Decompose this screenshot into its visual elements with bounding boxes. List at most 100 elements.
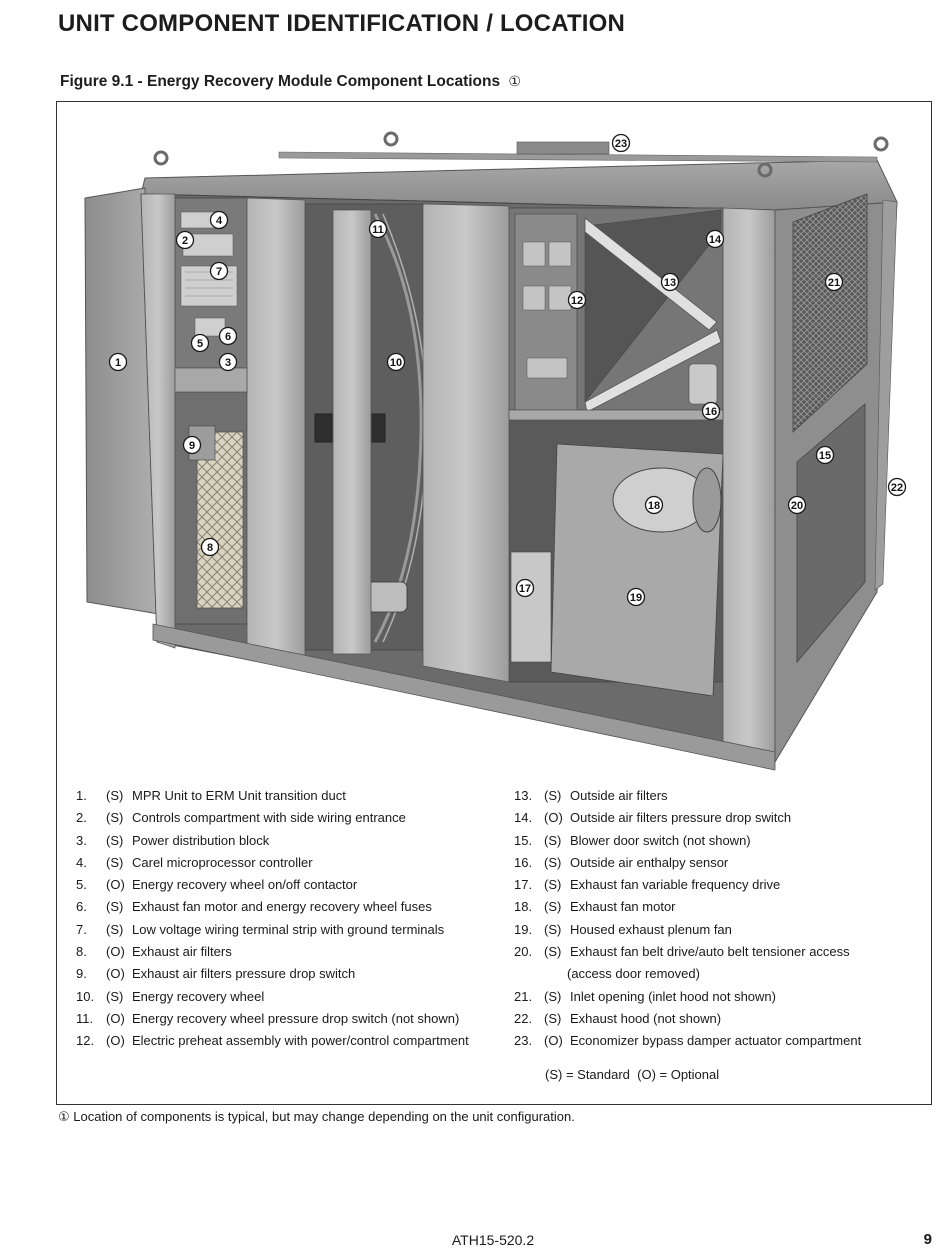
legend-item-number: 3. bbox=[76, 832, 87, 848]
legend-item-text: MPR Unit to ERM Unit transition duct bbox=[132, 788, 346, 803]
legend-item-number: 15. bbox=[514, 832, 533, 848]
svg-text:1: 1 bbox=[115, 357, 121, 369]
legend-item-number: 7. bbox=[76, 921, 87, 937]
svg-text:23: 23 bbox=[615, 138, 627, 150]
svg-text:17: 17 bbox=[519, 583, 531, 595]
legend-item-number: 21. bbox=[514, 988, 533, 1004]
svg-text:2: 2 bbox=[182, 235, 188, 247]
legend-item: 11.(O)Energy recovery wheel pressure dro… bbox=[76, 1008, 469, 1030]
figure-frame bbox=[56, 101, 932, 1105]
callout-8: 8 bbox=[200, 537, 220, 557]
legend-item-number: 19. bbox=[514, 921, 533, 937]
legend-item-text: Economizer bypass damper actuator compar… bbox=[570, 1033, 862, 1049]
svg-text:9: 9 bbox=[189, 440, 195, 452]
callout-12: 12 bbox=[567, 290, 587, 310]
callout-23: 23 bbox=[611, 133, 631, 153]
legend-item: 22. (S) Exhaust hood (not shown) bbox=[514, 1008, 861, 1030]
svg-text:19: 19 bbox=[630, 592, 642, 604]
callout-13: 13 bbox=[660, 272, 680, 292]
legend-item-code: (S) bbox=[544, 1010, 562, 1026]
callout-6: 6 bbox=[218, 326, 238, 346]
callout-11: 11 bbox=[368, 219, 388, 239]
legend-item-text: Exhaust fan belt drive/auto belt tension… bbox=[570, 944, 850, 960]
legend-item-code: (S) bbox=[544, 899, 562, 915]
legend-item-number: 10. bbox=[76, 988, 95, 1004]
svg-text:4: 4 bbox=[216, 215, 223, 227]
callout-4: 4 bbox=[209, 210, 229, 230]
legend-item-text: Outside air filters bbox=[570, 788, 668, 803]
legend-item: 2. (S) Controls compartment with side wiri… bbox=[76, 807, 469, 829]
callout-16: 16 bbox=[701, 401, 721, 421]
legend-item-code: (S) bbox=[106, 832, 124, 848]
legend-item-number: 9. bbox=[76, 966, 87, 982]
figure-caption-text: Figure 9.1 - Energy Recovery Module Comp… bbox=[60, 73, 501, 90]
legend-item-text: Exhaust air filters bbox=[132, 944, 232, 960]
legend-item-text: Low voltage wiring terminal strip with g… bbox=[132, 921, 445, 937]
legend-item-code: (S) bbox=[544, 988, 562, 1004]
legend-item-text: Controls compartment with side wiring en… bbox=[132, 810, 406, 826]
legend-item-text: Outside air filters pressure drop switch bbox=[570, 810, 792, 826]
legend-item: 17.(S)Exhaust fan variable frequency dri… bbox=[514, 874, 861, 896]
legend-item-code: (O) bbox=[106, 966, 125, 982]
legend-item-code: (S) bbox=[106, 988, 124, 1004]
callout-10: 10 bbox=[386, 352, 406, 372]
callout-1: 1 bbox=[108, 352, 128, 372]
svg-text:20: 20 bbox=[791, 500, 803, 512]
svg-text:15: 15 bbox=[819, 450, 831, 462]
legend-item: 16.(S)Outside air enthalpy sensor bbox=[514, 852, 861, 874]
legend-item-number: 1. bbox=[76, 788, 87, 803]
svg-text:8: 8 bbox=[207, 542, 213, 554]
callout-17: 17 bbox=[515, 578, 535, 598]
legend-item-number: 11. bbox=[76, 1010, 94, 1026]
callout-21: 21 bbox=[824, 272, 844, 292]
callout-5: 5 bbox=[190, 333, 210, 353]
callout-7: 7 bbox=[209, 261, 229, 281]
legend-item-code: (O) bbox=[544, 810, 563, 826]
legend-item-text: Inlet opening (inlet hood not shown) bbox=[570, 988, 776, 1004]
legend-item-number: 22. bbox=[514, 1010, 533, 1026]
legend-item-code: (S) bbox=[106, 854, 124, 870]
legend-left: 1. (S) MPR Unit to ERM Unit transition duc… bbox=[76, 785, 469, 1053]
legend-item-code: (S) bbox=[544, 877, 562, 893]
footnote: ① Location of components is typical, but… bbox=[58, 1109, 575, 1124]
legend-item: 6.(S)Exhaust fan motor and energy recove… bbox=[76, 896, 469, 918]
legend-item-code: (O) bbox=[106, 1010, 125, 1026]
legend-item-text: Energy recovery wheel bbox=[132, 988, 265, 1004]
document-number: ATH15-520.2 bbox=[451, 1232, 535, 1248]
legend-item-code: (O) bbox=[106, 944, 125, 960]
legend-item-number: 2. bbox=[76, 810, 87, 826]
callout-3: 3 bbox=[218, 352, 238, 372]
legend-item-text: Power distribution block bbox=[132, 832, 270, 848]
callout-22: 22 bbox=[887, 477, 907, 497]
legend-item-number: 23. bbox=[514, 1033, 533, 1049]
legend-item-code: (O) bbox=[106, 877, 125, 893]
callout-14: 14 bbox=[705, 229, 725, 249]
legend-item-number: 12. bbox=[76, 1033, 95, 1049]
svg-text:16: 16 bbox=[705, 406, 717, 418]
legend-item: 20.(S)Exhaust fan belt drive/auto belt t… bbox=[514, 941, 861, 963]
svg-text:11: 11 bbox=[372, 224, 384, 236]
legend-item: 4.(S)Carel microprocessor controller bbox=[76, 852, 469, 874]
figure-caption: Figure 9.1 - Energy Recovery Module Comp… bbox=[60, 73, 521, 91]
legend-item-number: 5. bbox=[76, 877, 87, 893]
legend-item: 18.(S)Exhaust fan motor bbox=[514, 896, 861, 918]
svg-text:18: 18 bbox=[648, 500, 660, 512]
legend-item-text: Exhaust air filters pressure drop switch bbox=[132, 966, 356, 982]
legend-item: 7.(S)Low voltage wiring terminal strip w… bbox=[76, 919, 469, 941]
legend-item-code: (S) bbox=[544, 944, 562, 960]
legend-item-text: Exhaust hood (not shown) bbox=[570, 1010, 722, 1026]
legend-key: (S) = Standard (O) = Optional bbox=[545, 1067, 720, 1082]
legend-item-code: (O) bbox=[544, 1033, 563, 1049]
legend-item-number: 6. bbox=[76, 899, 87, 915]
legend-item-text: Blower door switch (not shown) bbox=[570, 832, 751, 848]
callout-2: 2 bbox=[175, 230, 195, 250]
legend-item-code: (S) bbox=[544, 788, 562, 803]
svg-text:14: 14 bbox=[709, 234, 722, 246]
svg-text:10: 10 bbox=[390, 357, 402, 369]
legend-item-code: (S) bbox=[106, 810, 124, 826]
legend-item-number: 18. bbox=[514, 899, 533, 915]
svg-text:22: 22 bbox=[891, 482, 903, 494]
legend-item-number: 8. bbox=[76, 944, 87, 960]
